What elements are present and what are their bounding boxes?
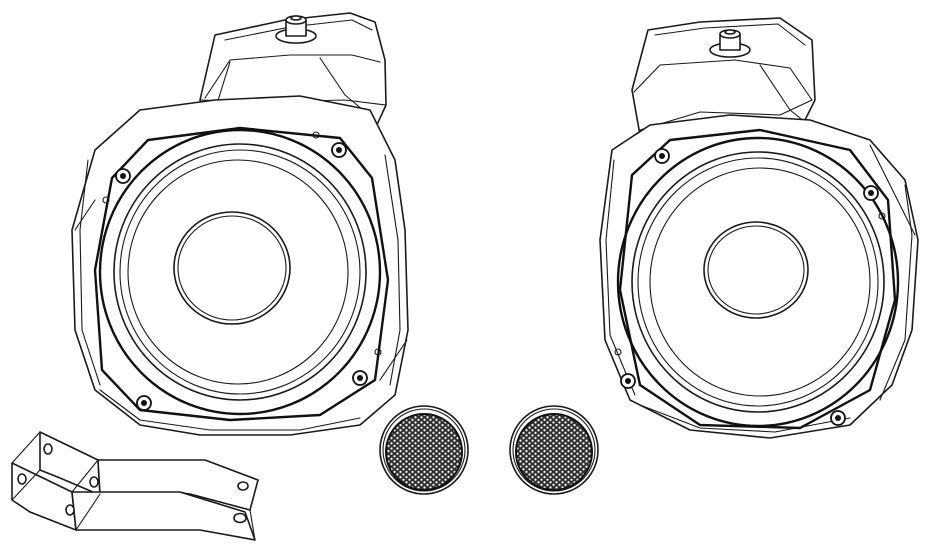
left-speaker-pod <box>71 12 409 436</box>
tweeter-grille-right <box>509 405 599 495</box>
screw-icon <box>614 148 886 426</box>
mounting-bracket <box>11 431 259 541</box>
right-woofer <box>616 136 900 428</box>
top-knob-left <box>275 15 317 44</box>
top-knob-right <box>709 29 751 58</box>
screw-icon <box>102 131 382 411</box>
left-woofer <box>98 128 382 416</box>
tweeter-grille-left <box>379 405 469 495</box>
right-speaker-pod <box>599 17 919 439</box>
